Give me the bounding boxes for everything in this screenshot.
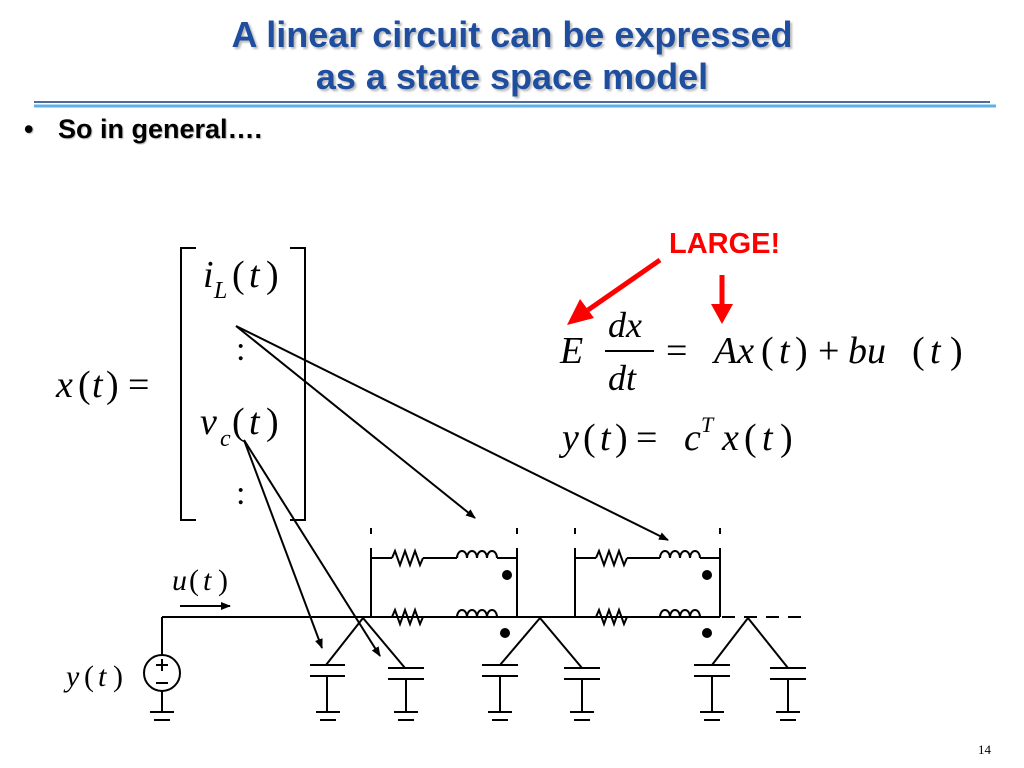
rl-cell-1 bbox=[370, 528, 518, 627]
state-pointer-arrows bbox=[235, 325, 669, 657]
vector-entry-il: i L ( t ) bbox=[203, 254, 279, 304]
svg-text:): ) bbox=[266, 401, 279, 443]
source-ground-icon bbox=[150, 711, 174, 721]
output-label: y ( t ) bbox=[63, 660, 123, 693]
svg-text:t: t bbox=[779, 330, 791, 372]
svg-text:t: t bbox=[249, 401, 261, 443]
rl-cell-2-dots bbox=[702, 570, 712, 638]
svg-text:): ) bbox=[795, 330, 808, 372]
svg-text:t: t bbox=[762, 417, 774, 459]
svg-text:(: ( bbox=[744, 417, 757, 459]
svg-text:(: ( bbox=[78, 364, 91, 406]
svg-text:t: t bbox=[203, 564, 212, 597]
svg-text:c: c bbox=[684, 417, 701, 459]
bullet-text: So in general…. bbox=[58, 114, 263, 144]
svg-text:v: v bbox=[200, 401, 217, 443]
svg-text:): ) bbox=[950, 330, 963, 372]
title-line-1: A linear circuit can be expressed bbox=[231, 14, 793, 55]
svg-text:(: ( bbox=[189, 564, 199, 597]
svg-text:+: + bbox=[818, 330, 839, 372]
svg-text:(: ( bbox=[232, 401, 245, 443]
svg-text:Ax: Ax bbox=[711, 330, 754, 372]
svg-text:): ) bbox=[113, 660, 123, 693]
capacitor-group-3 bbox=[694, 617, 806, 721]
state-equation: E dx dt = Ax ( t ) + bu ( t ) bbox=[559, 305, 963, 398]
vector-entry-dots-2: : bbox=[236, 475, 245, 512]
input-label: u ( t ) bbox=[172, 564, 228, 597]
rl-cell-1-dots bbox=[500, 570, 512, 638]
vector-brackets bbox=[180, 247, 306, 521]
svg-text:x: x bbox=[55, 364, 73, 406]
svg-text:i: i bbox=[203, 254, 214, 296]
svg-text:t: t bbox=[930, 330, 942, 372]
svg-text:u: u bbox=[172, 564, 187, 597]
vector-entry-vc: v c ( t ) bbox=[200, 401, 279, 452]
svg-text:(: ( bbox=[232, 254, 245, 296]
svg-text:t: t bbox=[98, 660, 107, 693]
page-number: 14 bbox=[978, 742, 991, 757]
title-rule bbox=[34, 101, 996, 108]
state-vector-lhs: x ( t ) = bbox=[55, 364, 149, 406]
svg-text:bu: bu bbox=[848, 330, 886, 372]
svg-text:y: y bbox=[63, 660, 80, 693]
capacitor-group-1 bbox=[310, 617, 424, 721]
svg-text:T: T bbox=[701, 412, 715, 437]
svg-text:(: ( bbox=[761, 330, 774, 372]
svg-text:): ) bbox=[615, 417, 628, 459]
svg-text:=: = bbox=[666, 330, 687, 372]
svg-text:dx: dx bbox=[608, 305, 642, 345]
large-callout-arrows bbox=[567, 257, 733, 325]
svg-text:): ) bbox=[218, 564, 228, 597]
svg-text:y: y bbox=[558, 417, 579, 459]
svg-text:(: ( bbox=[912, 330, 925, 372]
svg-text:): ) bbox=[106, 364, 119, 406]
voltage-source bbox=[143, 617, 181, 712]
svg-text:L: L bbox=[213, 278, 227, 304]
svg-text:t: t bbox=[249, 254, 261, 296]
svg-text:dt: dt bbox=[608, 358, 637, 398]
svg-text:): ) bbox=[266, 254, 279, 296]
svg-text:=: = bbox=[128, 364, 149, 406]
svg-text:(: ( bbox=[583, 417, 596, 459]
svg-text:x: x bbox=[721, 417, 739, 459]
svg-text:t: t bbox=[600, 417, 612, 459]
svg-text:t: t bbox=[92, 364, 104, 406]
vector-entry-dots-1: : bbox=[236, 331, 245, 368]
title-line-2: as a state space model bbox=[315, 56, 709, 97]
bullet-dot-icon: • bbox=[24, 114, 34, 144]
svg-text:=: = bbox=[636, 417, 657, 459]
svg-text:): ) bbox=[780, 417, 793, 459]
svg-text:c: c bbox=[220, 426, 231, 452]
bullet-point: • So in general…. bbox=[24, 114, 262, 145]
capacitor-group-2 bbox=[482, 617, 600, 721]
slide-title: A linear circuit can be expressed as a s… bbox=[0, 14, 1024, 98]
large-callout: LARGE! bbox=[669, 228, 781, 260]
svg-text:E: E bbox=[559, 330, 583, 372]
rl-cell-2 bbox=[574, 528, 721, 627]
svg-text:(: ( bbox=[84, 660, 94, 693]
output-equation: y ( t ) = c T x ( t ) bbox=[558, 412, 793, 459]
